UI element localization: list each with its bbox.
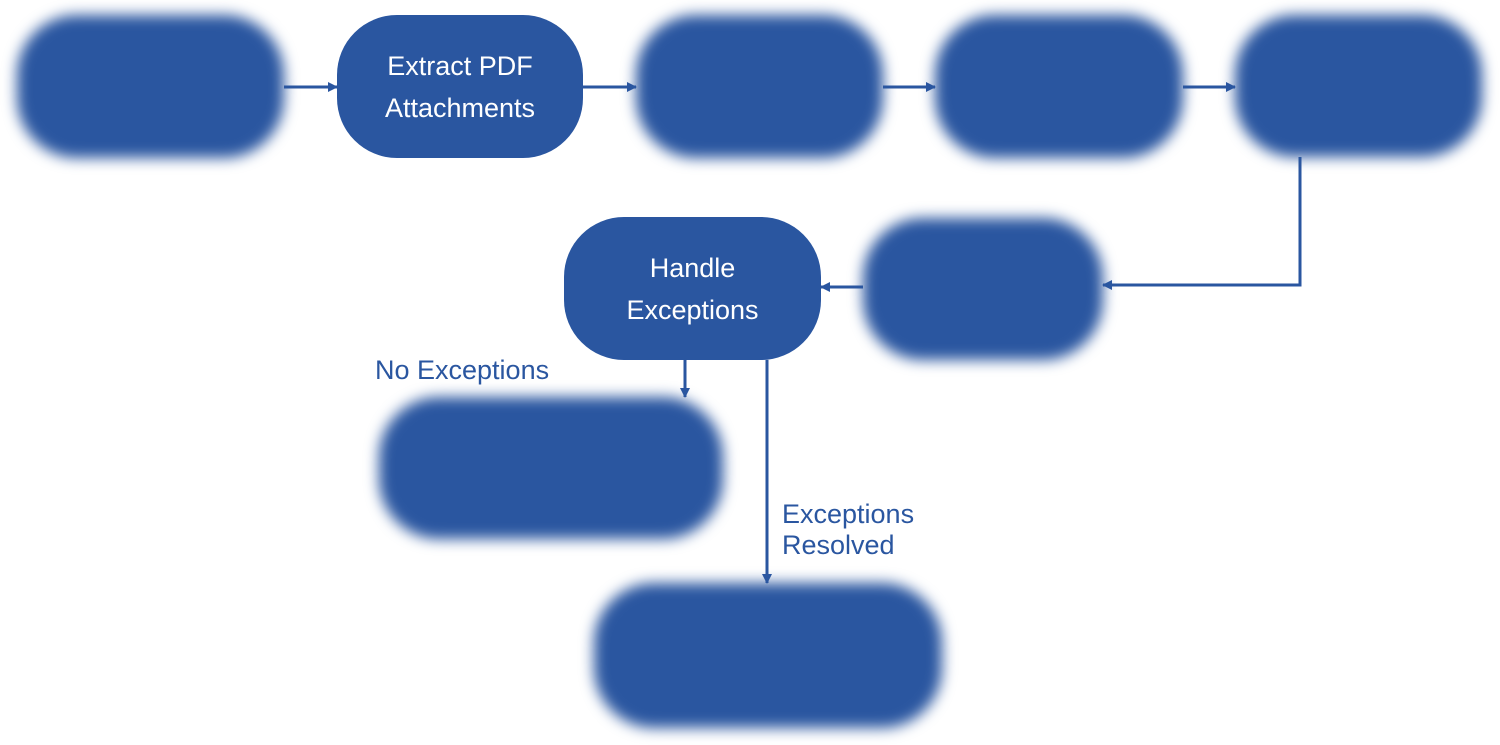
- node-process-pdfs: [935, 15, 1183, 158]
- arrow-validate-to-post: [1102, 157, 1302, 290]
- node-receive-invoices: [17, 15, 284, 158]
- node-handle-exceptions-line2: Exceptions: [626, 294, 759, 325]
- node-extract-pdf: Extract PDF Attachments: [337, 15, 583, 158]
- node-validate-data: [1235, 15, 1482, 157]
- edge-label-exceptions-resolved-line1: Exceptions: [782, 499, 915, 529]
- node-upload-pdfs: [636, 15, 883, 158]
- node-archive-invoices: [594, 583, 942, 728]
- edge-label-no-exceptions: No Exceptions: [375, 355, 550, 385]
- node-handle-exceptions-line1: Handle: [649, 252, 736, 283]
- node-post-data: [863, 218, 1103, 360]
- node-extract-pdf-line2: Attachments: [384, 92, 536, 123]
- edge-label-exceptions-resolved: Exceptions Resolved: [782, 499, 914, 561]
- node-generate-reports: [379, 397, 723, 539]
- edge-label-exceptions-resolved-line2: Resolved: [782, 530, 895, 560]
- node-extract-pdf-line1: Extract PDF: [387, 50, 533, 81]
- node-handle-exceptions: Handle Exceptions: [564, 217, 821, 360]
